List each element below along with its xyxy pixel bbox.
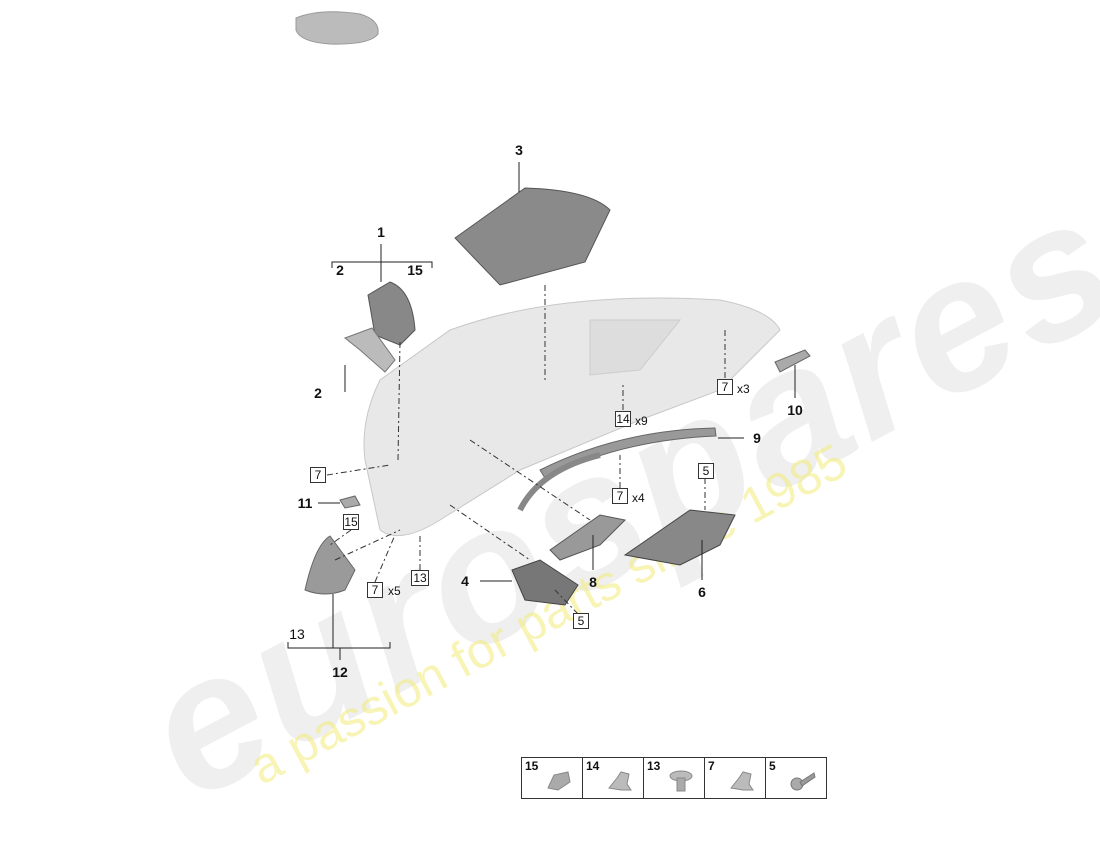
legend-number: 15 bbox=[525, 759, 539, 773]
callout-1-sub-2: 2 bbox=[336, 262, 344, 278]
screw-icon bbox=[790, 772, 816, 791]
ref-qty: x3 bbox=[737, 382, 750, 396]
callout-6: 6 bbox=[698, 584, 706, 600]
ref-box-5: 5 bbox=[573, 613, 589, 629]
callout-12-sub-13: 13 bbox=[289, 626, 305, 642]
part-8-bracket bbox=[549, 514, 627, 561]
legend-item-15: 15 bbox=[522, 758, 583, 798]
ref-qty: x5 bbox=[388, 584, 401, 598]
clip-icon bbox=[547, 771, 571, 791]
part-11-clip bbox=[339, 495, 361, 509]
legend-number: 5 bbox=[769, 759, 776, 773]
part-1-vent bbox=[367, 281, 416, 346]
ref-box-7: 7 bbox=[310, 467, 326, 483]
legend-item-13: 13 bbox=[644, 758, 705, 798]
ref-box-7: 7 bbox=[717, 379, 733, 395]
dashboard-shell bbox=[363, 297, 781, 537]
part-2-trim bbox=[343, 327, 396, 373]
legend-number: 14 bbox=[586, 759, 600, 773]
parts-illustration bbox=[287, 11, 811, 660]
legend-number: 7 bbox=[708, 759, 715, 773]
callout-9: 9 bbox=[753, 430, 761, 446]
callout-4: 4 bbox=[461, 573, 469, 589]
part-4-vent bbox=[511, 559, 579, 606]
callout-8: 8 bbox=[589, 574, 597, 590]
ref-box-7: 7 bbox=[612, 488, 628, 504]
legend-number: 13 bbox=[647, 759, 661, 773]
callout-10: 10 bbox=[787, 402, 803, 418]
part-12-cover bbox=[304, 535, 356, 595]
ref-box-13: 13 bbox=[411, 570, 429, 586]
ref-box-5: 5 bbox=[698, 463, 714, 479]
car-thumbnail-icon[interactable] bbox=[295, 11, 379, 45]
legend-item-7: 7 bbox=[705, 758, 766, 798]
callout-12: 12 bbox=[332, 664, 348, 680]
callout-2: 2 bbox=[314, 385, 322, 401]
callout-1: 1 bbox=[377, 224, 385, 240]
ref-box-7: 7 bbox=[367, 582, 383, 598]
fastener-legend: 15 14 13 7 5 bbox=[521, 757, 827, 799]
part-3-cover bbox=[454, 187, 611, 286]
part-6-vent bbox=[623, 509, 736, 566]
legend-item-14: 14 bbox=[583, 758, 644, 798]
ref-box-15: 15 bbox=[343, 514, 359, 530]
ref-qty: x9 bbox=[635, 414, 648, 428]
legend-item-5: 5 bbox=[766, 758, 826, 798]
callout-1-sub-15: 15 bbox=[407, 262, 423, 278]
expanding-rivet-icon bbox=[669, 770, 693, 792]
ref-box-14: 14 bbox=[615, 411, 631, 427]
part-10-trim bbox=[774, 349, 811, 373]
callout-11: 11 bbox=[297, 495, 313, 511]
callout-3: 3 bbox=[515, 142, 523, 158]
spring-clip-icon bbox=[608, 771, 632, 791]
ref-qty: x4 bbox=[632, 491, 645, 505]
spring-clip-icon bbox=[730, 771, 754, 791]
